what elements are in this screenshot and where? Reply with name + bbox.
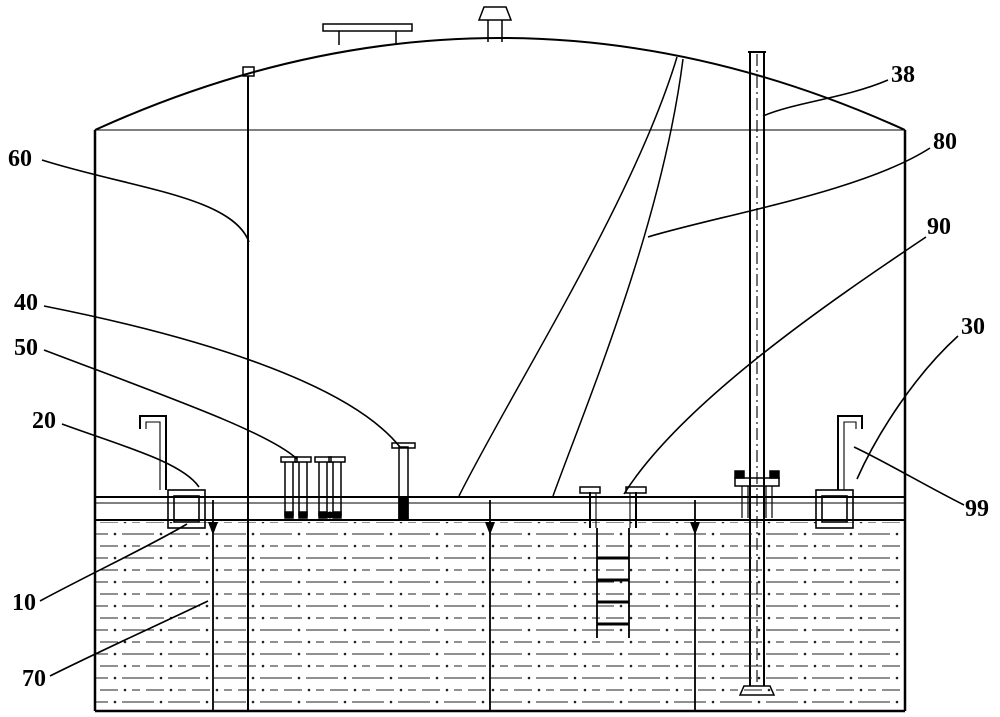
- deck-leg-sleeves: [280, 456, 346, 519]
- leader-lines: [39, 79, 965, 677]
- roof-manhole-neck: [338, 31, 397, 45]
- label-70: 70: [22, 666, 46, 692]
- label-38: 38: [891, 62, 915, 88]
- leader-50: [43, 349, 298, 460]
- sleeve-pin: [326, 511, 334, 519]
- sleeve-foot-1: [284, 511, 294, 519]
- right-trough-inner: [821, 495, 848, 523]
- left-trough-inner: [173, 495, 200, 523]
- right-bracket-outer: [837, 415, 863, 490]
- tank-shell: [93, 37, 907, 713]
- manhole-flange-left: [579, 486, 601, 494]
- label-80: 80: [933, 129, 957, 155]
- right-rim-bracket: [837, 415, 863, 490]
- leg-arrow-3: [690, 522, 700, 535]
- manhole-walls: [589, 492, 637, 528]
- roof-vent: [477, 6, 513, 42]
- pipe-deck-guide: [734, 470, 780, 518]
- pipe-guide-sleeves: [741, 486, 773, 518]
- label-40: 40: [14, 290, 38, 316]
- label-30: 30: [961, 314, 985, 340]
- leader-10: [39, 523, 188, 602]
- vent-rod-plug: [398, 496, 409, 521]
- cable-left-strand: [458, 56, 678, 497]
- leader-99: [853, 446, 965, 506]
- cable-right-strand: [552, 58, 684, 497]
- vent-stem: [487, 20, 503, 42]
- label-10: 10: [12, 590, 36, 616]
- sleeve-post-1: [284, 462, 294, 516]
- left-bracket-outer: [139, 415, 167, 490]
- leader-80: [647, 147, 931, 238]
- right-trough-outer: [815, 489, 854, 529]
- pipe-guide-tab-right: [769, 470, 780, 479]
- pipe-guide-flange: [734, 477, 780, 487]
- sleeve-foot-4: [332, 511, 342, 519]
- leg-arrow-2: [485, 522, 495, 535]
- right-bracket-inner: [843, 421, 857, 490]
- hanging-cable: [458, 56, 684, 497]
- right-rim-trough: [815, 489, 854, 529]
- tank-dome-roof: [94, 37, 906, 131]
- sleeve-foot-3: [318, 511, 328, 519]
- vent-cap: [477, 6, 513, 21]
- leader-30: [856, 335, 959, 480]
- leg-arrow-1: [208, 522, 218, 535]
- leader-20: [61, 423, 200, 488]
- support-legs: [208, 500, 700, 710]
- leader-38: [762, 79, 889, 117]
- label-50: 50: [14, 335, 38, 361]
- left-trough-outer: [167, 489, 206, 529]
- sleeve-post-2: [298, 462, 308, 516]
- left-rim-bracket: [139, 415, 167, 490]
- sleeve-cap-2: [294, 456, 312, 463]
- floating-deck: [95, 496, 905, 521]
- sleeve-post-3: [318, 462, 328, 516]
- ladder-rails: [596, 528, 630, 638]
- manhole-inner-walls: [595, 493, 631, 528]
- label-99: 99: [965, 496, 989, 522]
- leader-40: [43, 305, 401, 448]
- roof-manhole-cover: [322, 23, 413, 32]
- label-60: 60: [8, 146, 32, 172]
- label-20: 20: [32, 408, 56, 434]
- sleeve-cap-4: [328, 456, 346, 463]
- sleeve-post-4: [332, 462, 342, 516]
- leader-60: [41, 159, 250, 243]
- left-bracket-inner: [145, 421, 161, 490]
- ladder-rungs: [597, 556, 629, 626]
- sleeve-foot-2: [298, 511, 308, 519]
- deck-vent-rod: [391, 442, 416, 521]
- stored-liquid: [96, 522, 904, 708]
- left-rim-trough: [167, 489, 206, 529]
- sleeve-cap-1: [280, 456, 298, 463]
- sleeve-cap-3: [314, 456, 332, 463]
- leader-70: [49, 600, 209, 677]
- ladder: [596, 528, 630, 638]
- roof-manhole: [322, 23, 413, 45]
- deck-manhole: [579, 486, 647, 528]
- label-90: 90: [927, 214, 951, 240]
- vent-rod-cap: [391, 442, 416, 449]
- pipe-guide-tab-left: [734, 470, 745, 479]
- leader-90: [623, 236, 927, 495]
- reference-numerals: 60 40 50 20 10 70 38 80 90 30 99: [8, 62, 989, 692]
